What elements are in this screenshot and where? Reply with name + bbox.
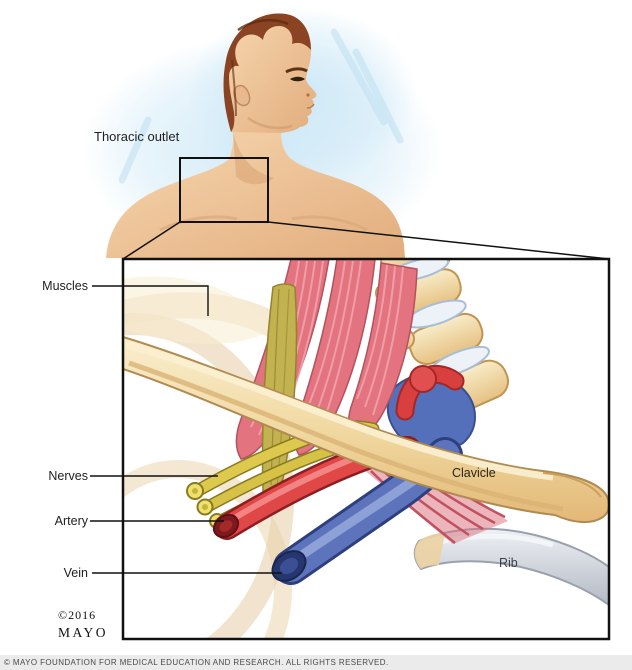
rib-label: Rib [499, 556, 518, 570]
clavicle-label: Clavicle [452, 466, 496, 480]
muscles-leader-line [92, 285, 209, 316]
leader-lines [90, 285, 282, 574]
hair [223, 13, 311, 132]
torso [106, 131, 405, 258]
vein-label: Vein [63, 566, 88, 580]
upper-vessels [386, 364, 476, 452]
artery-label: Artery [54, 514, 88, 528]
man-illustration [106, 13, 405, 258]
thoracic-outlet-label: Thoracic outlet [94, 129, 180, 144]
thoracic-outlet-rect [179, 157, 269, 223]
eye [285, 67, 308, 82]
zoom-connector-lines [122, 221, 610, 260]
inset-anatomy [124, 260, 608, 638]
credit-name: MAYO [58, 625, 109, 640]
muscles-label: Muscles [42, 279, 88, 293]
credit-year: ©2016 [58, 608, 97, 622]
copyright-bar: © MAYO FOUNDATION FOR MEDICAL EDUCATION … [0, 655, 632, 670]
clavicle-bone [124, 336, 608, 523]
first-rib [413, 527, 608, 606]
nerves-label: Nerves [48, 469, 88, 483]
inset-border [121, 257, 611, 641]
mayo-credit: ©2016 MAYO [58, 608, 108, 641]
copyright-text: © MAYO FOUNDATION FOR MEDICAL EDUCATION … [4, 658, 389, 667]
